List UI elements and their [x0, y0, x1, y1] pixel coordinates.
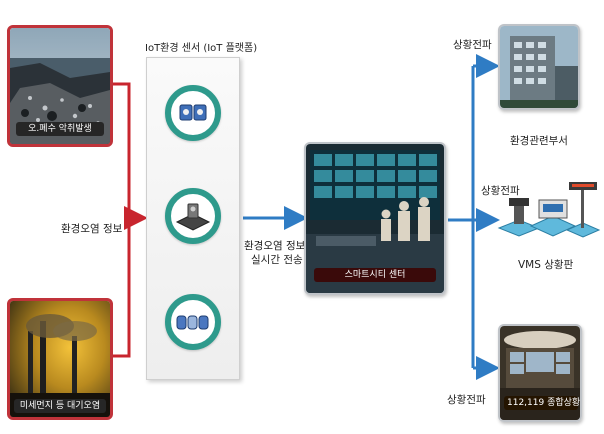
bottom-broadcast-label: 상황전파	[447, 394, 486, 406]
pollution-info-label: 환경오염 정보	[61, 223, 123, 235]
mid-broadcast-label: 상황전파	[481, 185, 520, 197]
vms-caption: VMS 상황판	[518, 259, 574, 271]
top-broadcast-label: 상황전파	[453, 39, 492, 51]
environment-dept-caption: 환경관련부서	[510, 135, 568, 147]
canister-sensor-icon	[176, 315, 209, 330]
building-image	[500, 26, 578, 108]
sensor-ring-3	[165, 294, 221, 350]
emergency-center-photo: 112,119 종합상황실	[498, 324, 582, 422]
iot-sensor-panel	[146, 57, 240, 380]
twin-sensor-icon	[179, 104, 207, 121]
sensor-ring-2	[165, 188, 221, 244]
air-pollution-caption: 미세먼지 등 대기오염	[14, 399, 106, 413]
smart-city-center-photo: 스마트시티 센터	[304, 142, 446, 295]
smart-city-center-caption: 스마트시티 센터	[314, 268, 436, 282]
iot-panel-title: IoT환경 센서 (IoT 플랫폼)	[145, 43, 258, 54]
vms-board-devices	[497, 182, 601, 238]
board-sensor-icon	[175, 203, 211, 231]
environment-dept-photo	[498, 24, 580, 110]
emergency-center-caption: 112,119 종합상황실	[504, 396, 580, 410]
smokestack-image	[10, 301, 110, 417]
transfer-label-line1: 환경오염 정보	[244, 240, 306, 252]
air-pollution-photo: 미세먼지 등 대기오염	[7, 298, 113, 420]
water-pollution-photo: 오.폐수 악취발생	[7, 25, 113, 147]
transfer-label-line2: 실시간 전송	[251, 254, 303, 266]
water-pollution-caption: 오.폐수 악취발생	[16, 122, 104, 136]
sensor-ring-1	[165, 85, 221, 141]
red-bracket-line	[113, 82, 131, 358]
